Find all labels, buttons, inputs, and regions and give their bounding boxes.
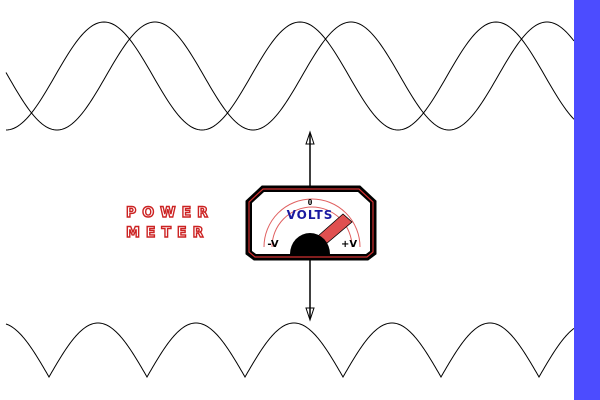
meter-pivot-hub (290, 233, 330, 254)
meter-red-outline (248, 188, 374, 258)
arrow-up-icon (305, 130, 315, 145)
meter-plus-label: +V (341, 239, 357, 250)
meter-scale-arc (263, 198, 361, 248)
arrow-down-icon (305, 307, 315, 322)
power-label: POWER (125, 204, 214, 221)
meter-title: VOLTS (287, 208, 334, 222)
meter-minus-label: -V (267, 239, 278, 250)
vertical-axis-arrow (305, 130, 315, 322)
top-sine-wave-b (5, 21, 575, 131)
meter-label: METER (125, 224, 210, 241)
volt-meter: 0 VOLTS -V +V (245, 185, 377, 261)
meter-zero-label: 0 (308, 198, 313, 207)
bottom-rectified-wave (5, 322, 575, 378)
right-side-bar (574, 0, 600, 400)
top-sine-wave-a (5, 21, 575, 131)
meter-scale-arc-inner (271, 206, 353, 248)
meter-face (252, 192, 370, 254)
